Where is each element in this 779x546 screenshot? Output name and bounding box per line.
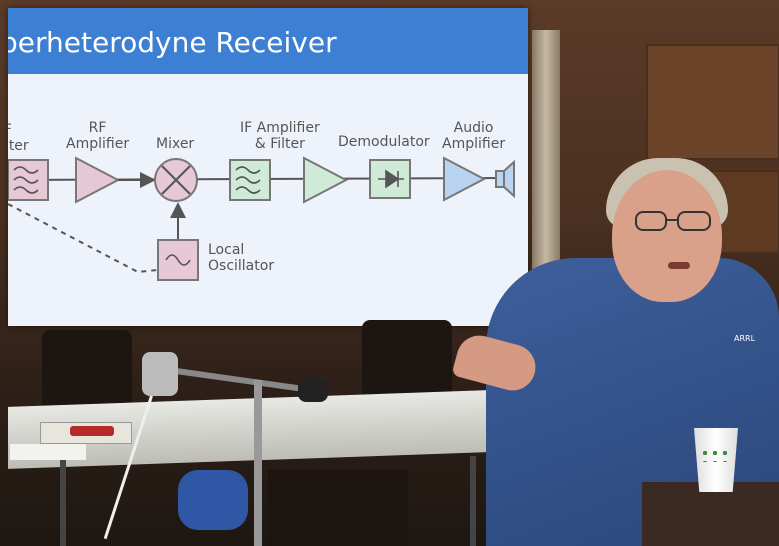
glasses-icon <box>635 211 711 231</box>
label-if-amplifier: IF Amplifier& Filter <box>240 120 320 152</box>
projection-screen: perheterodyne Receiver <box>8 8 528 326</box>
presenter-mouth <box>668 262 690 269</box>
radio-device-panel <box>70 426 114 436</box>
table-leg <box>60 460 66 546</box>
sine-wave-icon <box>165 254 191 266</box>
slide-title-bar <box>8 8 528 74</box>
diode-icon <box>378 169 404 189</box>
blue-bag <box>178 470 248 530</box>
label-rf-filter: RFFilter <box>8 122 29 154</box>
speaker-icon <box>495 170 505 188</box>
table-leg <box>470 456 476 546</box>
rf-amplifier-triangle <box>75 156 121 204</box>
slide-title: perheterodyne Receiver <box>8 26 337 59</box>
audio-amplifier-triangle <box>443 156 487 202</box>
chair-back <box>42 330 132 414</box>
desk-corner <box>642 482 779 546</box>
label-mixer: Mixer <box>156 136 195 152</box>
chair-seat <box>268 470 408 546</box>
if-amplifier-triangle <box>303 156 349 204</box>
microphone <box>298 378 328 402</box>
filter-wave-icon <box>235 166 261 194</box>
webcam <box>142 352 178 396</box>
mixer-cross-icon <box>161 165 191 195</box>
presenter-face <box>612 170 722 302</box>
mic-stand <box>254 380 262 546</box>
wood-wall-panel <box>646 44 779 160</box>
block-diagram <box>8 156 515 281</box>
cup-pattern <box>700 448 732 462</box>
label-demodulator: Demodulator <box>338 134 430 150</box>
speaker-cone-icon <box>503 159 515 199</box>
filter-wave-icon <box>13 166 39 194</box>
flag-pole-banner <box>532 30 560 300</box>
jacket-logo: ARRL <box>734 334 756 343</box>
dashed-link <box>8 203 159 274</box>
papers <box>10 444 86 460</box>
